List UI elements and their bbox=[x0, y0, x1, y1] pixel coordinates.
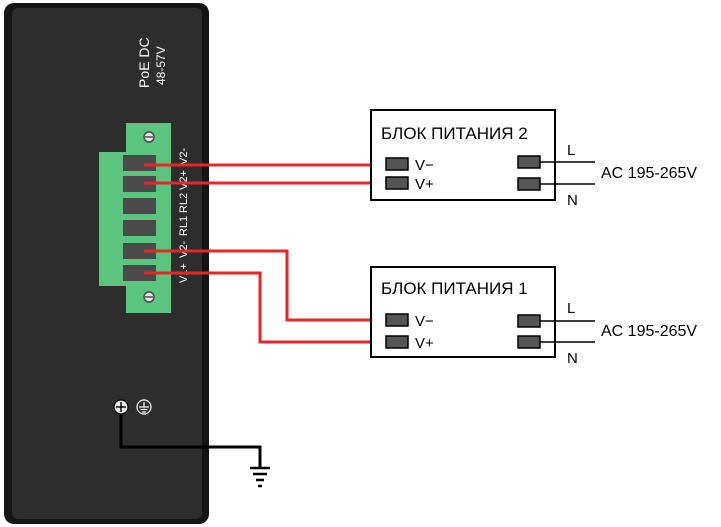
terminal-label: V2+ bbox=[178, 170, 190, 190]
ground-connection bbox=[113, 399, 270, 488]
psu1-n-terminal bbox=[517, 335, 541, 349]
terminal-slot bbox=[123, 155, 156, 171]
terminal-label: V2- bbox=[178, 148, 190, 165]
voltage-label: 48-57V bbox=[154, 46, 168, 85]
psu2-l-label: L bbox=[567, 142, 575, 159]
psu1-n-label: N bbox=[567, 350, 578, 367]
terminal-slot bbox=[123, 198, 156, 214]
terminal-slot bbox=[123, 220, 156, 236]
terminal-slots bbox=[123, 155, 156, 281]
power-supply-1: БЛОК ПИТАНИЯ 1 V− V+ L N AC 195-265V bbox=[370, 266, 697, 367]
psu1-vminus-label: V− bbox=[415, 313, 434, 330]
psu2-vminus-terminal bbox=[385, 157, 409, 171]
psu1-vplus-label: V+ bbox=[415, 335, 434, 352]
psu2-vplus-terminal bbox=[385, 176, 409, 190]
power-supply-2: БЛОК ПИТАНИЯ 2 V− V+ L N AC 195-265V bbox=[370, 109, 697, 209]
terminal-label: RL2 bbox=[178, 193, 190, 213]
terminal-slot bbox=[123, 243, 156, 259]
psu1-ac-label: AC 195-265V bbox=[601, 323, 697, 340]
psu1-l-terminal bbox=[517, 314, 541, 328]
terminal-slot bbox=[123, 176, 156, 192]
psu2-vminus-label: V− bbox=[415, 157, 434, 174]
psu2-l-terminal bbox=[517, 155, 541, 169]
wire-psu1-vminus bbox=[144, 249, 388, 322]
ground-wire bbox=[119, 414, 262, 468]
power-wires bbox=[144, 163, 388, 344]
psu1-vminus-terminal bbox=[385, 313, 409, 327]
psu2-title: БЛОК ПИТАНИЯ 2 bbox=[381, 124, 528, 143]
ground-symbol-icon bbox=[136, 399, 152, 415]
psu2-n-label: N bbox=[567, 192, 578, 209]
psu2-n-terminal bbox=[517, 177, 541, 191]
terminal-label: V2- bbox=[178, 241, 190, 258]
terminal-label: RL1 bbox=[178, 216, 190, 236]
wire-psu1-vplus bbox=[144, 271, 388, 344]
psu1-title: БЛОК ПИТАНИЯ 1 bbox=[381, 279, 528, 298]
power-label: PoE DC bbox=[136, 37, 152, 88]
psu1-vplus-terminal bbox=[385, 335, 409, 349]
terminal-slot bbox=[123, 265, 156, 281]
terminal-block-body bbox=[99, 152, 144, 286]
psu2-vplus-label: V+ bbox=[415, 176, 434, 193]
psu1-l-label: L bbox=[567, 300, 575, 317]
psu2-ac-label: AC 195-265V bbox=[601, 165, 697, 182]
